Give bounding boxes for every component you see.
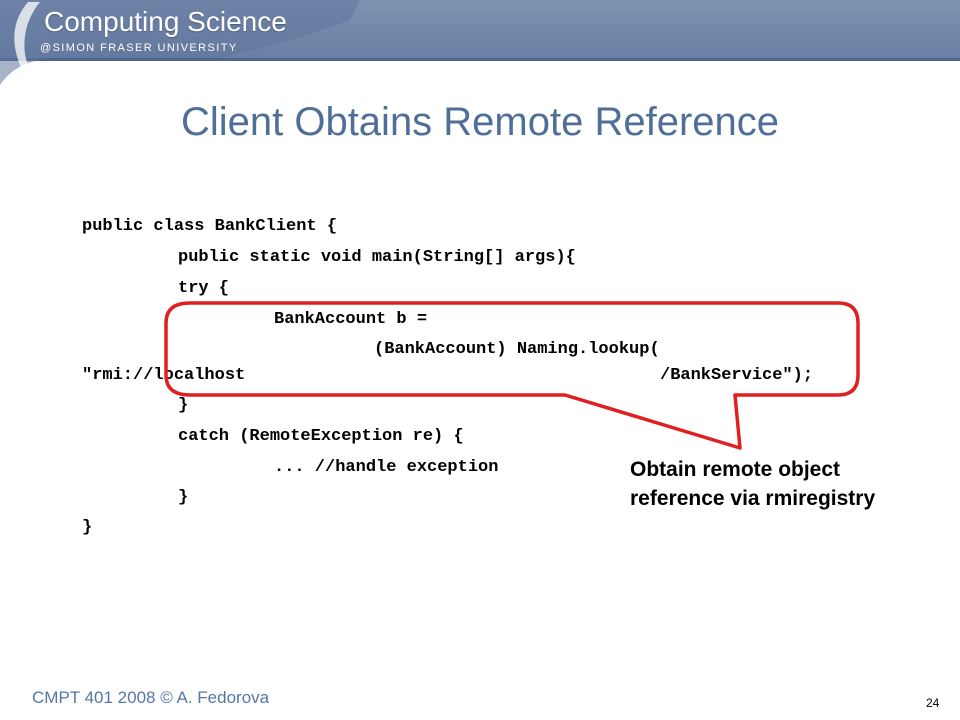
footer-course: CMPT 401 2008 © A. Fedorova: [32, 688, 270, 707]
code-line: }: [178, 396, 189, 415]
swoosh-logo-icon: [0, 0, 360, 90]
header-divider: [0, 58, 960, 61]
code-line: public static void main(String[] args){: [178, 248, 576, 267]
code-line: catch (RemoteException re) {: [178, 427, 464, 446]
code-line: /BankService");: [660, 366, 814, 385]
code-line: ... //handle exception: [274, 458, 499, 477]
code-line: public class BankClient {: [82, 217, 338, 236]
brand-title: Computing Science: [44, 6, 287, 37]
code-line: "rmi://localhost: [82, 366, 246, 385]
page-number: 24: [926, 696, 940, 710]
slide-title: Client Obtains Remote Reference: [180, 100, 780, 144]
brand-subtitle: @SIMON FRASER UNIVERSITY: [40, 42, 238, 54]
callout-text: Obtain remote object reference via rmire…: [630, 458, 876, 510]
code-line: (BankAccount) Naming.lookup(: [374, 340, 660, 359]
code-line: BankAccount b =: [274, 310, 428, 329]
code-line: try {: [178, 279, 230, 298]
code-line: }: [82, 518, 93, 537]
code-line: }: [178, 488, 189, 507]
